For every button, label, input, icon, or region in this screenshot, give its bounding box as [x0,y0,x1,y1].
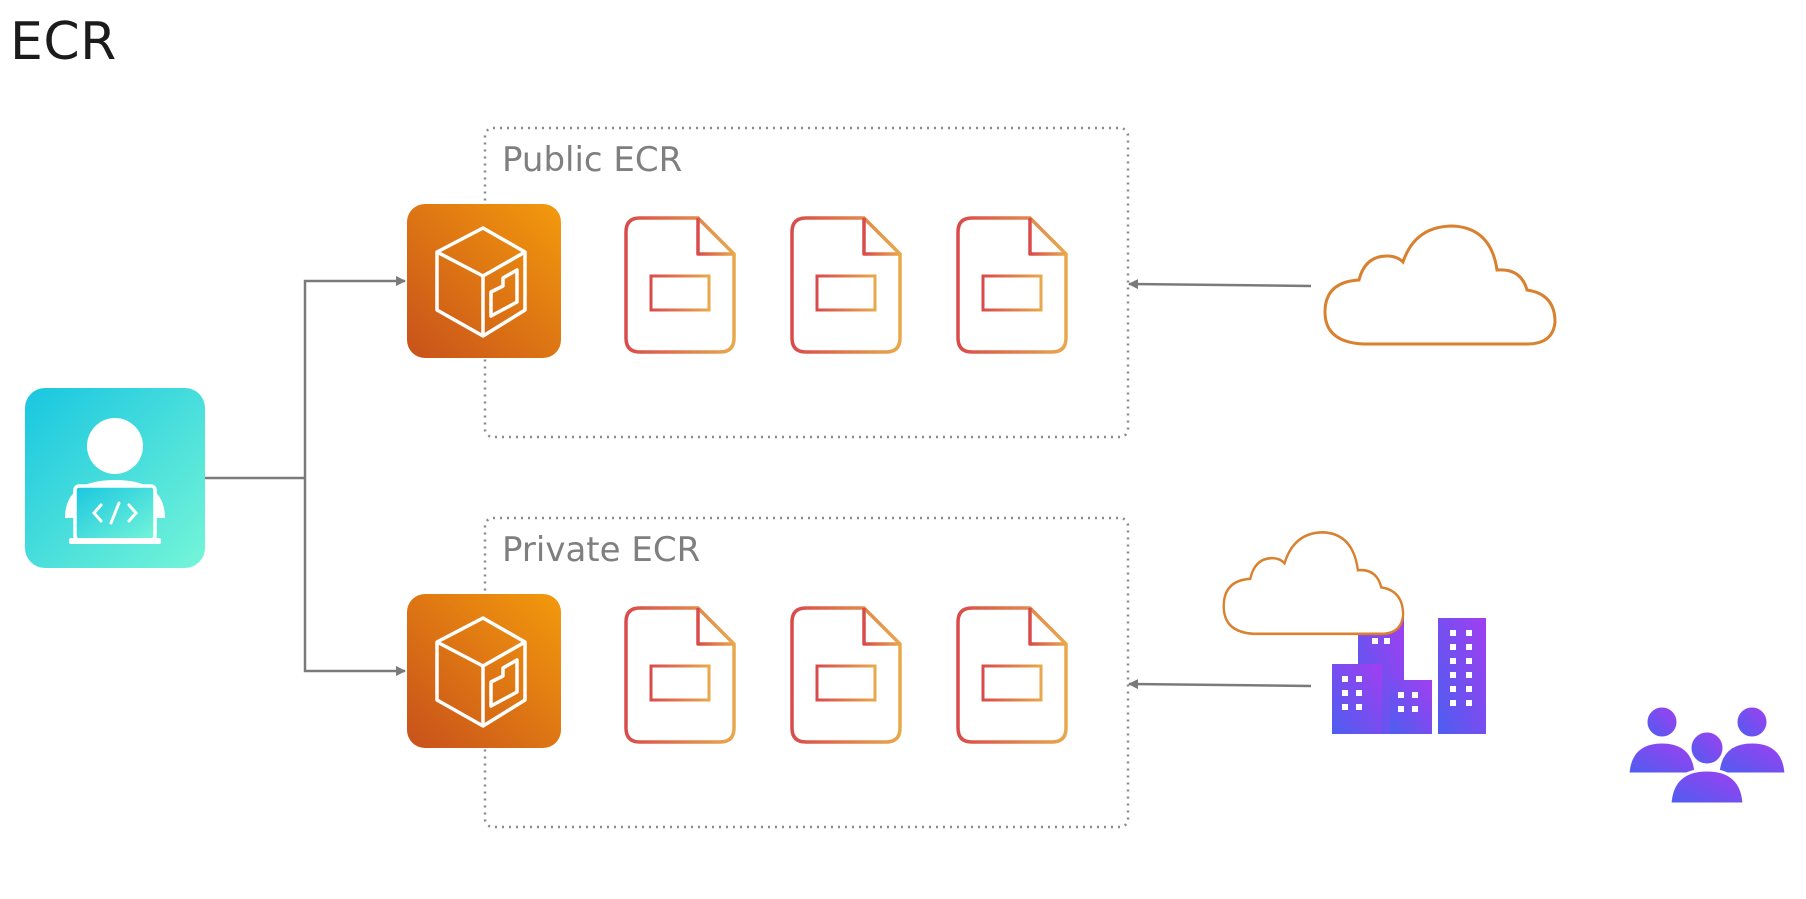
private-ecr-label: Private ECR [502,530,701,570]
container-image-icon [790,606,902,744]
building-windows [1342,626,1472,712]
private-pull-arrow [1128,679,1312,690]
public-ecr-label: Public ECR [502,140,683,180]
container-image-icon [956,606,1068,744]
developer-laptop-icon [25,388,205,568]
page-title: ECR [10,12,117,72]
public-ecr-registry-icon [405,202,563,360]
container-image-icon [956,216,1068,354]
private-ecr-registry-icon [405,592,563,750]
users-group-icon [1626,704,1788,806]
private-cloud-icon [1222,531,1405,636]
cloud-icon [1323,224,1557,346]
developer-connector [205,276,406,676]
container-image-icon [624,606,736,744]
container-image-icon [790,216,902,354]
container-image-icon [624,216,736,354]
corporate-buildings-icon [1332,614,1486,734]
public-pull-arrow [1128,279,1312,290]
